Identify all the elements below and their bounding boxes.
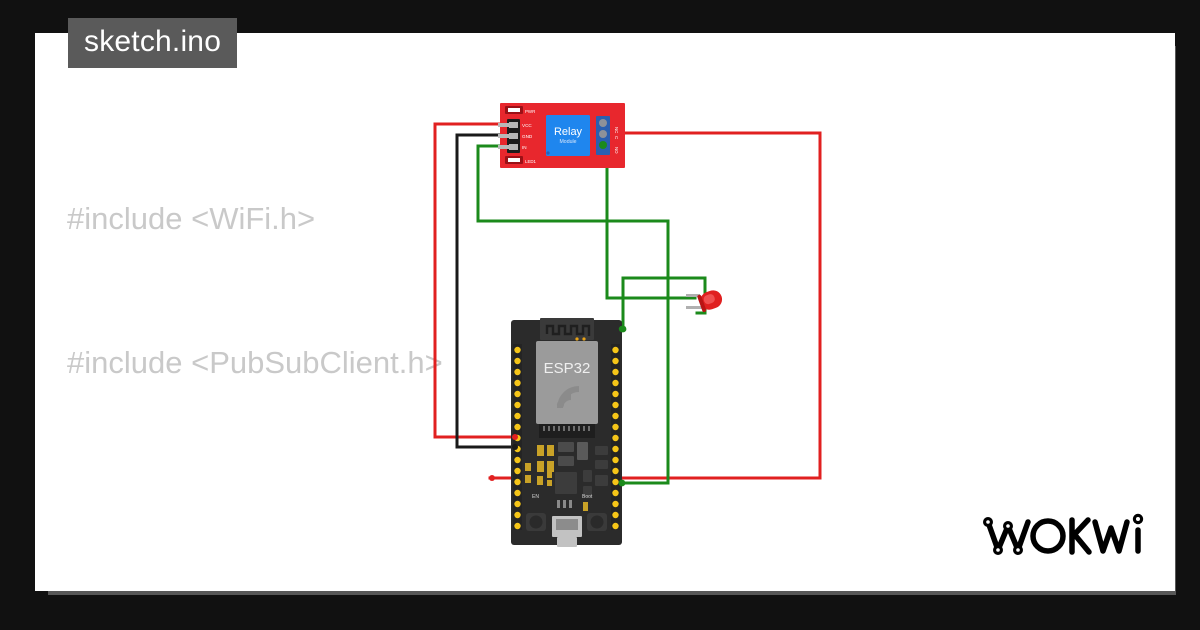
- esp32-pins-right[interactable]: [611, 344, 620, 530]
- esp32-components: [525, 442, 608, 511]
- esp32-label-en: EN: [532, 494, 539, 500]
- window-bottom-edge: [48, 591, 1176, 595]
- wire-layer: [433, 122, 822, 485]
- wokwi-canvas: #include <WiFi.h> #include <PubSubClient…: [35, 33, 1175, 591]
- relay-status-led-lens: [508, 158, 520, 162]
- wire-gnd[interactable]: [455, 133, 515, 449]
- relay-can: [546, 115, 590, 156]
- relay-label-vcc: VCC: [522, 123, 532, 128]
- relay-terminal-c[interactable]: [599, 130, 607, 138]
- relay-terminal-no[interactable]: [599, 141, 607, 149]
- esp32-usb-mouth: [556, 519, 578, 530]
- led-rim: [697, 294, 707, 313]
- wire-endcaps: [489, 325, 627, 487]
- relay-can-sublabel: Module: [559, 139, 576, 145]
- part-led[interactable]: [686, 288, 725, 313]
- code-line: #include <PubSubClient.h>: [67, 345, 443, 380]
- code-line: #include <WiFi.h>: [67, 201, 316, 236]
- file-tab-sketch-ino[interactable]: sketch.ino: [68, 18, 238, 69]
- relay-pin-vcc[interactable]: [509, 122, 518, 128]
- wifi-icon: [556, 386, 579, 409]
- code-preview: #include <WiFi.h> #include <PubSubClient…: [67, 99, 1067, 591]
- esp32-shield: [536, 341, 598, 424]
- esp32-antenna-trace: [545, 324, 591, 336]
- wokwi-logo-node-centers: [986, 517, 1140, 552]
- led-lead-anode: [686, 294, 700, 297]
- relay-pwr-led-lens: [508, 108, 520, 112]
- circuit-diagram: VCC GND IN PWR LED1 Relay Module: [433, 103, 822, 547]
- relay-can-label: Relay: [554, 126, 583, 138]
- wokwi-logo-svg: [983, 513, 1144, 555]
- relay-pin-in[interactable]: [509, 144, 518, 150]
- relay-label-c: C: [614, 136, 619, 139]
- esp32-usb-tab: [557, 537, 577, 547]
- esp32-en-button-cap[interactable]: [529, 515, 543, 529]
- esp32-module-base: [539, 424, 595, 438]
- relay-stub-vcc: [498, 123, 509, 127]
- relay-label-gnd: GND: [522, 134, 533, 139]
- relay-label-no: NO: [614, 147, 619, 154]
- relay-pad: [546, 151, 550, 155]
- relay-label-led1: LED1: [525, 159, 537, 164]
- part-relay-module[interactable]: VCC GND IN PWR LED1 Relay Module: [498, 103, 625, 168]
- relay-label-nc: NC: [614, 127, 619, 133]
- esp32-boot-button-cap[interactable]: [590, 515, 604, 529]
- led-lead-cathode: [686, 306, 702, 309]
- esp32-label: ESP32: [544, 360, 591, 377]
- wire-relay-c[interactable]: [488, 131, 822, 480]
- wokwi-logo: [982, 506, 1147, 569]
- wire-vcc[interactable]: [433, 122, 515, 439]
- wokwi-logo-strokes: [985, 517, 1141, 555]
- relay-pin-gnd[interactable]: [509, 133, 518, 139]
- part-esp32[interactable]: ESP32: [511, 318, 626, 547]
- wire-in[interactable]: [476, 144, 670, 485]
- relay-terminal-nc[interactable]: [599, 119, 607, 127]
- relay-label-in: IN: [522, 145, 527, 150]
- led-highlight: [703, 294, 715, 305]
- esp32-base-pads: [543, 426, 590, 431]
- esp32-pad-a: [575, 337, 579, 341]
- relay-stub-in: [498, 145, 509, 149]
- wire-led-cathode[interactable]: [621, 276, 707, 331]
- esp32-label-boot: Boot: [582, 494, 593, 500]
- esp32-pad-b: [582, 337, 586, 341]
- relay-stub-gnd: [498, 134, 509, 138]
- wire-no[interactable]: [605, 153, 697, 300]
- relay-label-pwr: PWR: [525, 109, 535, 114]
